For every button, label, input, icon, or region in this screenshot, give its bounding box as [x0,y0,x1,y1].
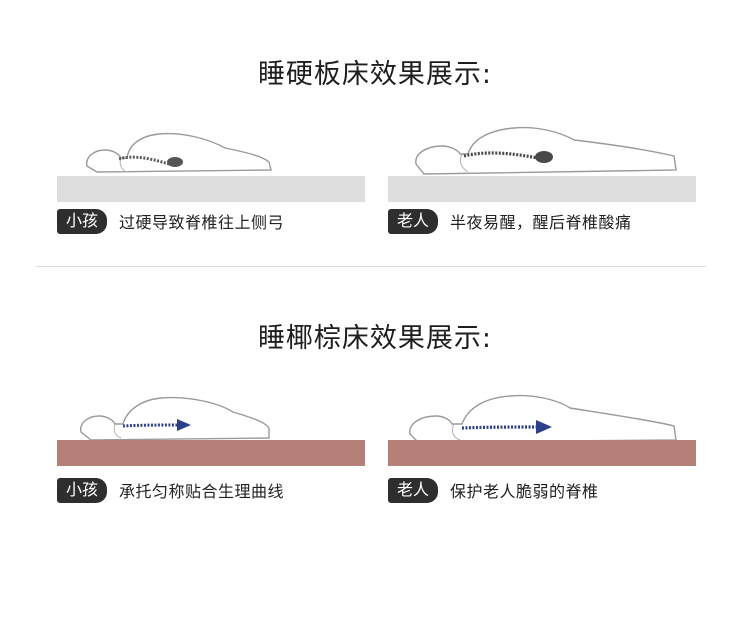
tag-elder: 老人 [388,478,438,503]
tag-elder: 老人 [388,209,438,234]
section-title-palm-bed: 睡椰棕床效果展示: [0,316,750,355]
hard-mattress [388,176,696,202]
illustration-child-hard-bed [57,128,365,208]
tag-child: 小孩 [57,478,107,503]
illustration-elder-palm-bed [388,392,696,472]
hard-mattress [57,176,365,202]
palm-mattress [388,440,696,466]
palm-mattress [57,440,365,466]
caption-child-palm: 小孩 承托匀称贴合生理曲线 [57,478,284,502]
caption-elder-hard: 老人 半夜易醒，醒后脊椎酸痛 [388,209,632,233]
caption-child-hard: 小孩 过硬导致脊椎往上侧弓 [57,209,284,233]
section-divider [36,266,706,267]
illustration-elder-hard-bed [388,124,696,204]
caption-text: 过硬导致脊椎往上侧弓 [119,209,284,233]
caption-text: 承托匀称贴合生理曲线 [119,478,284,502]
caption-text: 半夜易醒，醒后脊椎酸痛 [450,209,632,233]
section-title-hard-bed: 睡硬板床效果展示: [0,52,750,91]
caption-text: 保护老人脆弱的脊椎 [450,478,599,502]
tag-child: 小孩 [57,209,107,234]
illustration-child-palm-bed [57,392,365,472]
caption-elder-palm: 老人 保护老人脆弱的脊椎 [388,478,599,502]
